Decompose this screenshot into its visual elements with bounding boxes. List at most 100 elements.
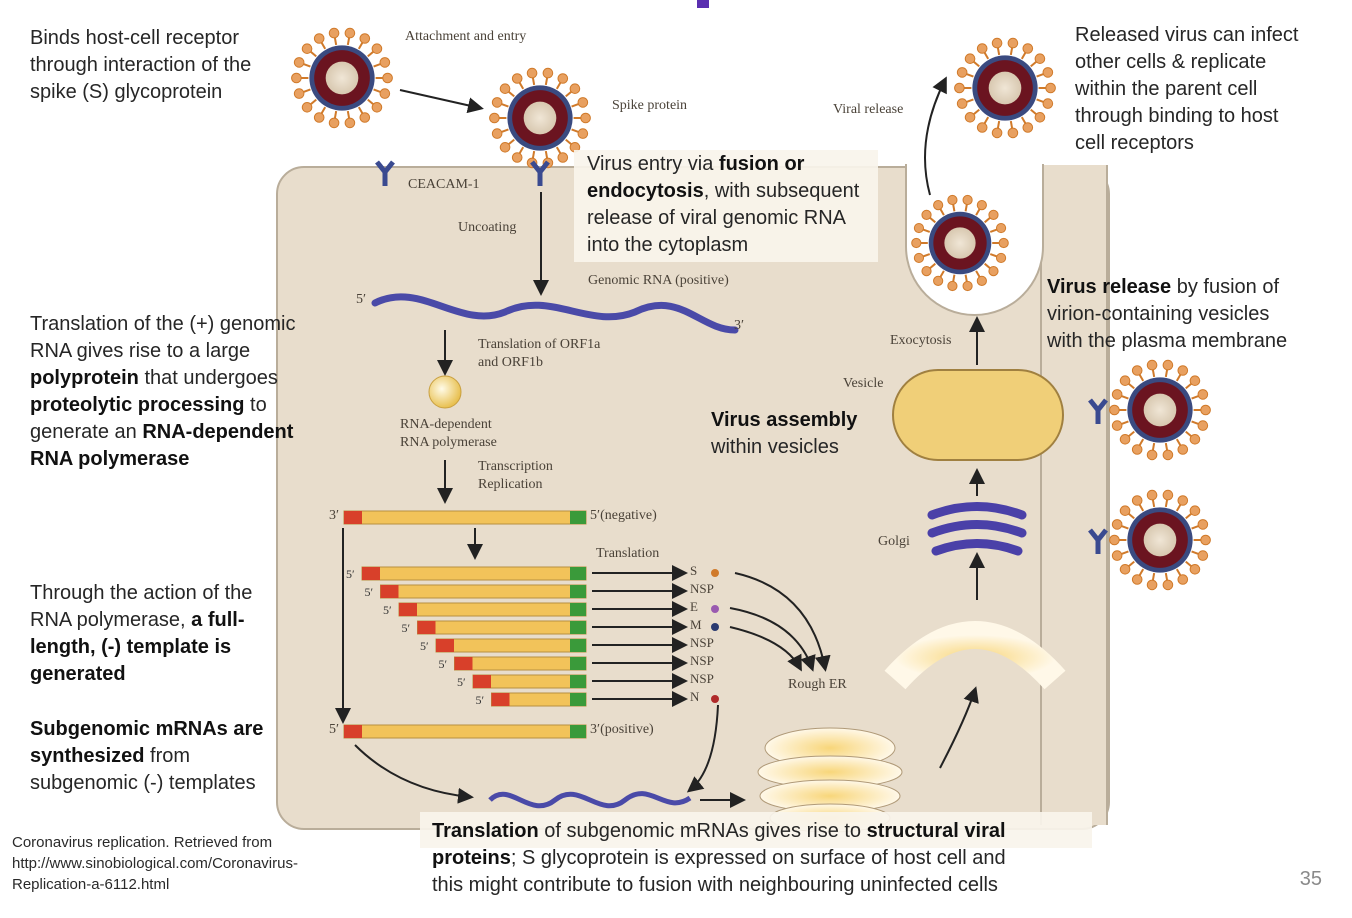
note-subgenomic-text: from: [144, 745, 191, 767]
subgenomic-product-label: S: [690, 563, 698, 578]
budding-membrane: [884, 621, 1066, 690]
negative-strand-bar: [343, 510, 587, 525]
note-structural-bold: proteins: [432, 847, 511, 869]
structural-callout-panel: [420, 812, 1092, 848]
release-arrow: [924, 76, 947, 196]
note-entry: Virus entry via fusion or endocytosis, w…: [587, 151, 859, 259]
note-translation-text: generate an: [30, 421, 143, 443]
mrna-ribosome-strand: [488, 791, 692, 809]
label-spike-protein: Spike protein: [612, 98, 688, 113]
note-translation-bold: RNA-dependent: [142, 421, 294, 443]
note-release: Virus release by fusion of virion-contai…: [1047, 274, 1287, 355]
label-positive: 3′(positive): [590, 722, 654, 737]
note-fulllength-line: Through the action of the: [30, 582, 253, 604]
label-three-prime-neg: 3′: [329, 508, 340, 523]
virus-released-icon: [954, 37, 1056, 139]
note-structural-line: this might contribute to fusion with nei…: [432, 874, 998, 896]
s-to-er-arrow: [734, 572, 831, 672]
note-fulllength-text: RNA polymerase,: [30, 609, 192, 631]
note-fulllength-bold: a full-: [191, 609, 245, 631]
note-structural-bold: Translation: [432, 820, 539, 842]
note-subgenomic-bold: Subgenomic mRNAs are: [30, 718, 264, 740]
note-released-line: other cells & replicate: [1075, 51, 1267, 73]
positive-strand-bar: [343, 724, 587, 739]
protein-glyph-m-icon: [711, 623, 719, 631]
note-binds-line: through interaction of the: [30, 54, 252, 76]
note-translation: Translation of the (+) genomic RNA gives…: [30, 311, 296, 473]
five-prime-tick: 5′: [346, 567, 355, 581]
reference-url[interactable]: Replication-a-6112.html: [12, 876, 170, 893]
label-transcription: Transcription: [478, 459, 553, 474]
note-subgenomic: Subgenomic mRNAs are synthesized from su…: [30, 716, 263, 797]
five-prime-tick: 5′: [365, 585, 374, 599]
note-structural-text: of subgenomic mRNAs gives rise to: [538, 820, 867, 842]
subgenomic-product-label: NSP: [690, 581, 714, 596]
ceacam-receptor-icon: [375, 160, 395, 186]
reference-line: Coronavirus replication. Retrieved from: [12, 834, 273, 851]
label-vesicle: Vesicle: [843, 376, 884, 391]
note-structural: Translation of subgenomic mRNAs gives ri…: [432, 818, 1006, 899]
note-translation-line: Translation of the (+) genomic: [30, 313, 296, 335]
note-binds-line: spike (S) glycoprotein: [30, 81, 223, 103]
subgenomic-product-label: NSP: [690, 635, 714, 650]
golgi-stack-1: [927, 502, 1027, 520]
subgenomic-product-label: M: [690, 617, 702, 632]
note-entry-bold: endocytosis: [587, 180, 704, 202]
label-golgi: Golgi: [878, 534, 910, 549]
five-prime-tick: 5′: [383, 603, 392, 617]
note-translation-bold: RNA polymerase: [30, 448, 190, 470]
subgenomic-mrna-bar: [417, 620, 587, 635]
note-entry-text: , with subsequent: [703, 180, 860, 202]
label-exocytosis: Exocytosis: [890, 333, 952, 348]
protein-glyph-n-icon: [711, 695, 719, 703]
subgenomic-mrna-bar: [491, 692, 587, 707]
virus-budding-icon: [911, 194, 1009, 292]
rdrp-protein-icon: [428, 375, 462, 409]
note-released: Released virus can infect other cells & …: [1075, 22, 1298, 157]
note-released-line: cell receptors: [1075, 132, 1194, 154]
note-assembly-bold: Virus assembly: [711, 409, 858, 431]
note-release-line: with the plasma membrane: [1047, 330, 1288, 352]
virus-bound-receptor-icon: [1109, 359, 1211, 461]
label-ceacam: CEACAM-1: [408, 177, 480, 192]
note-fulllength-bold: generated: [30, 663, 126, 685]
note-structural-text: ; S glycoprotein is expressed on surface…: [510, 847, 1006, 869]
five-prime-tick: 5′: [457, 675, 466, 689]
reference-url[interactable]: http://www.sinobiological.com/Coronaviru…: [12, 855, 298, 872]
e-to-er-arrow: [729, 607, 816, 672]
subgenomic-product-label: E: [690, 599, 698, 614]
five-prime-tick: 5′: [439, 657, 448, 671]
five-prime-tick: 5′: [476, 693, 485, 707]
label-rdrp-1: RNA-dependent: [400, 417, 492, 432]
label-translation: Translation: [596, 546, 660, 561]
label-five-prime-pos: 5′: [329, 722, 340, 737]
note-translation-text: to: [244, 394, 267, 416]
note-release-bold: Virus release: [1047, 276, 1172, 298]
label-three-prime-genomic: 3′: [734, 318, 745, 333]
virus-entering-icon: [489, 67, 591, 169]
note-assembly: Virus assembly within vesicles: [711, 407, 857, 461]
note-release-line: virion-containing vesicles: [1047, 303, 1270, 325]
ceacam-receptor-icon: [1088, 528, 1108, 554]
golgi-stack-2: [927, 520, 1027, 538]
note-release-text: by fusion of: [1171, 276, 1280, 298]
note-assembly-line: within vesicles: [711, 436, 839, 458]
protein-glyph-e-icon: [711, 605, 719, 613]
subgenomic-mrna-bar: [435, 638, 587, 653]
subgenomic-product-label: NSP: [690, 653, 714, 668]
title-fragment: [697, 0, 709, 8]
virus-bound-receptor-icon: [1109, 489, 1211, 591]
label-rough-er: Rough ER: [788, 677, 847, 692]
subgenomic-product-label: N: [690, 689, 700, 704]
label-genomic-rna: Genomic RNA (positive): [588, 273, 729, 288]
er-to-budding-arrow: [939, 686, 979, 769]
label-five-prime-genomic: 5′: [356, 292, 367, 307]
ceacam-receptor-icon: [1088, 398, 1108, 424]
subgenomic-mrna-bar: [454, 656, 587, 671]
host-cell-membrane-right: [1040, 165, 1108, 825]
note-subgenomic-line: subgenomic (-) templates: [30, 772, 256, 794]
golgi-stack-3: [931, 539, 1023, 556]
label-replication: Replication: [478, 477, 543, 492]
note-binds-line: Binds host-cell receptor: [30, 27, 239, 49]
